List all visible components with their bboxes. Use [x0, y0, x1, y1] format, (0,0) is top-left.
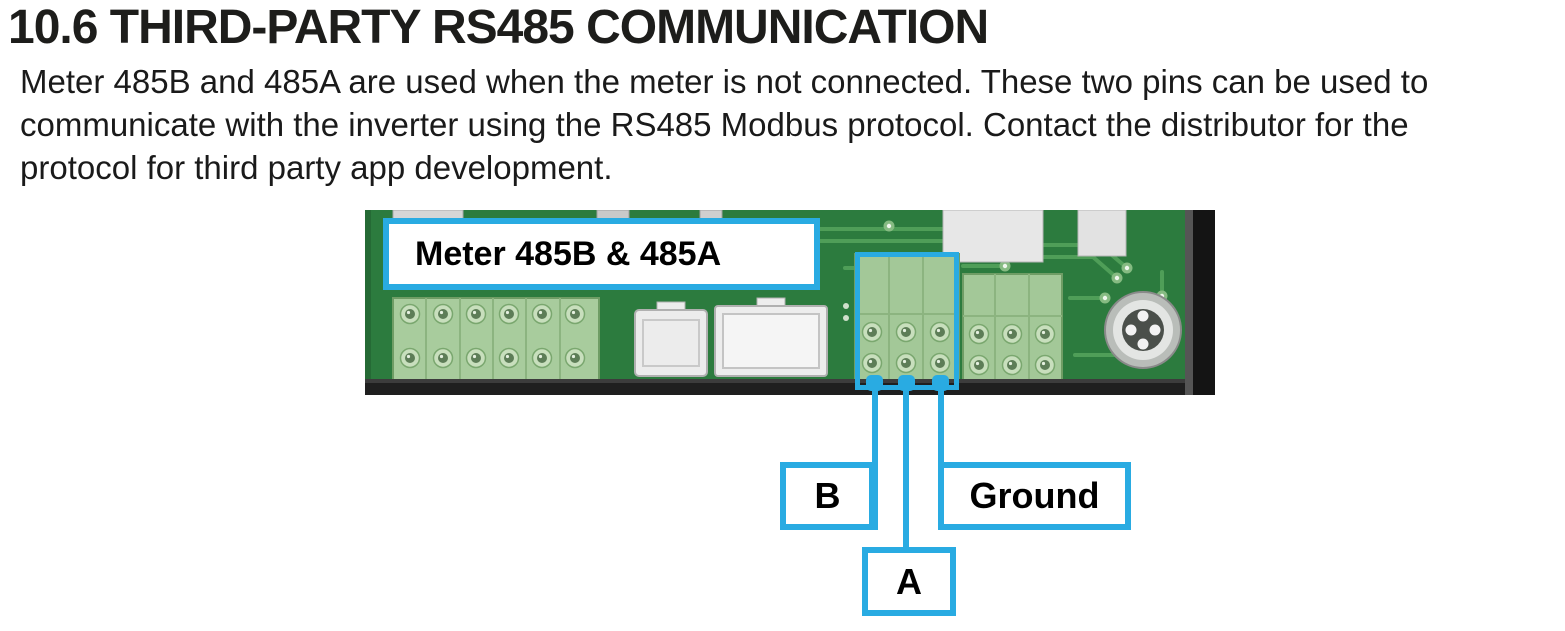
terminal-hole [1034, 354, 1056, 376]
pin-marker-a [898, 375, 915, 391]
terminal-hole [465, 347, 487, 369]
pin-label-ground: Ground [938, 462, 1131, 530]
terminal-hole [432, 303, 454, 325]
terminal-hole [968, 354, 990, 376]
pin-marker-ground [932, 375, 949, 391]
white-connector-top-small [1077, 210, 1127, 257]
terminal-hole [498, 303, 520, 325]
circular-connector [1104, 291, 1182, 369]
terminal-hole [399, 347, 421, 369]
section-paragraph: Meter 485B and 485A are used when the me… [20, 60, 1555, 189]
terminal-hole [1001, 354, 1023, 376]
terminal-highlight-rect [855, 252, 959, 390]
terminal-hole [1001, 323, 1023, 345]
pin-label-b: B [780, 462, 875, 530]
terminal-hole [432, 347, 454, 369]
board-edge-dark [365, 210, 1215, 395]
pcb-left-edge [365, 210, 371, 395]
terminal-hole [1034, 323, 1056, 345]
leader-line-ground [938, 388, 944, 468]
terminal-block-right [962, 273, 1063, 387]
callout-text: Meter 485B & 485A [415, 234, 722, 273]
section-heading: 10.6 THIRD-PARTY RS485 COMMUNICATION [8, 1, 989, 54]
leader-line-a [903, 388, 909, 547]
pin-label-a: A [862, 547, 956, 616]
paragraph-line: protocol for third party app development… [20, 149, 613, 186]
pcb-silkscreen-marks [843, 303, 849, 321]
terminal-hole [498, 347, 520, 369]
terminal-hole [968, 323, 990, 345]
callout-box-meter-485: Meter 485B & 485A [383, 218, 820, 290]
terminal-hole [531, 303, 553, 325]
paragraph-line: communicate with the inverter using the … [20, 106, 1409, 143]
pin-label-a-text: A [896, 560, 922, 602]
leader-line-b [872, 388, 878, 530]
pcb-top-components [392, 210, 1127, 263]
terminal-hole [531, 347, 553, 369]
terminal-hole [564, 303, 586, 325]
white-connector-small [634, 301, 708, 377]
terminal-hole [564, 347, 586, 369]
pin-label-b-text: B [814, 475, 841, 516]
white-connector-wide [714, 297, 828, 377]
paragraph-line: Meter 485B and 485A are used when the me… [20, 63, 1429, 100]
terminal-hole [465, 303, 487, 325]
pin-marker-b [866, 375, 883, 391]
terminal-hole [399, 303, 421, 325]
terminal-block-left [392, 297, 600, 383]
pin-label-ground-text: Ground [969, 475, 1100, 516]
